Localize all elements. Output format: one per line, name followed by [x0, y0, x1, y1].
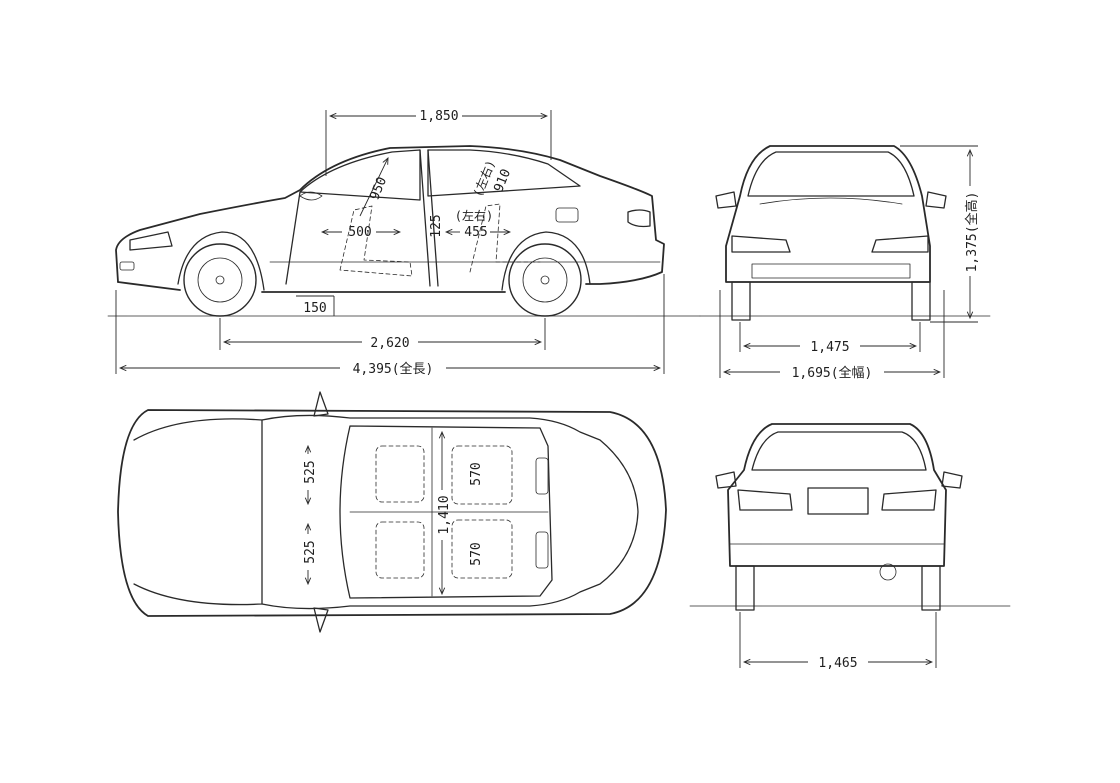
- right-rear-tire: [921, 565, 941, 611]
- left-headlight-icon: [731, 235, 791, 253]
- center-gap-label: 125: [429, 214, 444, 237]
- overall-length-label: 4,395(全長): [353, 361, 434, 377]
- left-taillight-icon: [737, 489, 793, 511]
- front-seat-width-right-label: 525: [303, 540, 318, 563]
- right-mirror-top-icon: [313, 607, 329, 633]
- front-wheel: [183, 243, 257, 317]
- rear-knee-note: (左右): [455, 208, 493, 223]
- left-rear-mirror-icon: [715, 471, 737, 489]
- rear-seat-width-left-label: 570: [469, 462, 484, 485]
- rear-seat-height-note: (左右): [470, 158, 498, 199]
- ground-clearance-label: 150: [303, 301, 326, 316]
- right-front-tire: [911, 281, 931, 321]
- cabin-width-label: 1,410: [437, 495, 452, 534]
- wheelbase-label: 2,620: [370, 336, 409, 351]
- rear-seat-width-right-label: 570: [469, 542, 484, 565]
- roof-length-label: 1,850: [419, 109, 458, 124]
- front-legroom-label: 500: [348, 225, 371, 240]
- front-track-label: 1,475: [810, 340, 849, 355]
- front-seat-width-left-label: 525: [303, 460, 318, 483]
- overall-width-label: 1,695(全幅): [792, 365, 873, 381]
- rear-view: 1,465: [689, 423, 1011, 671]
- rear-legroom-label: 455: [464, 225, 487, 240]
- right-mirror-icon: [925, 191, 947, 209]
- taillight-icon: [627, 209, 651, 228]
- side-view: 1,850 950 (左右) 910 500 125 (左右) 455 150 …: [107, 109, 701, 377]
- overall-height-label: 1,375(全高): [964, 192, 980, 273]
- rear-wheel: [508, 243, 582, 317]
- right-taillight-icon: [881, 489, 937, 511]
- left-front-tire: [731, 281, 751, 321]
- left-rear-tire: [735, 565, 755, 611]
- left-mirror-top-icon: [313, 391, 329, 417]
- exhaust-icon: [879, 563, 897, 581]
- rear-track-label: 1,465: [818, 656, 857, 671]
- license-plate: [807, 487, 869, 515]
- right-headlight-icon: [871, 235, 929, 253]
- left-mirror-icon: [715, 191, 737, 209]
- front-view: 1,375(全高) 1,475 1,695(全幅): [699, 145, 991, 381]
- top-view: 525 525 1,410 570 570: [117, 391, 667, 633]
- right-rear-mirror-icon: [941, 471, 963, 489]
- headlight-icon: [129, 231, 173, 251]
